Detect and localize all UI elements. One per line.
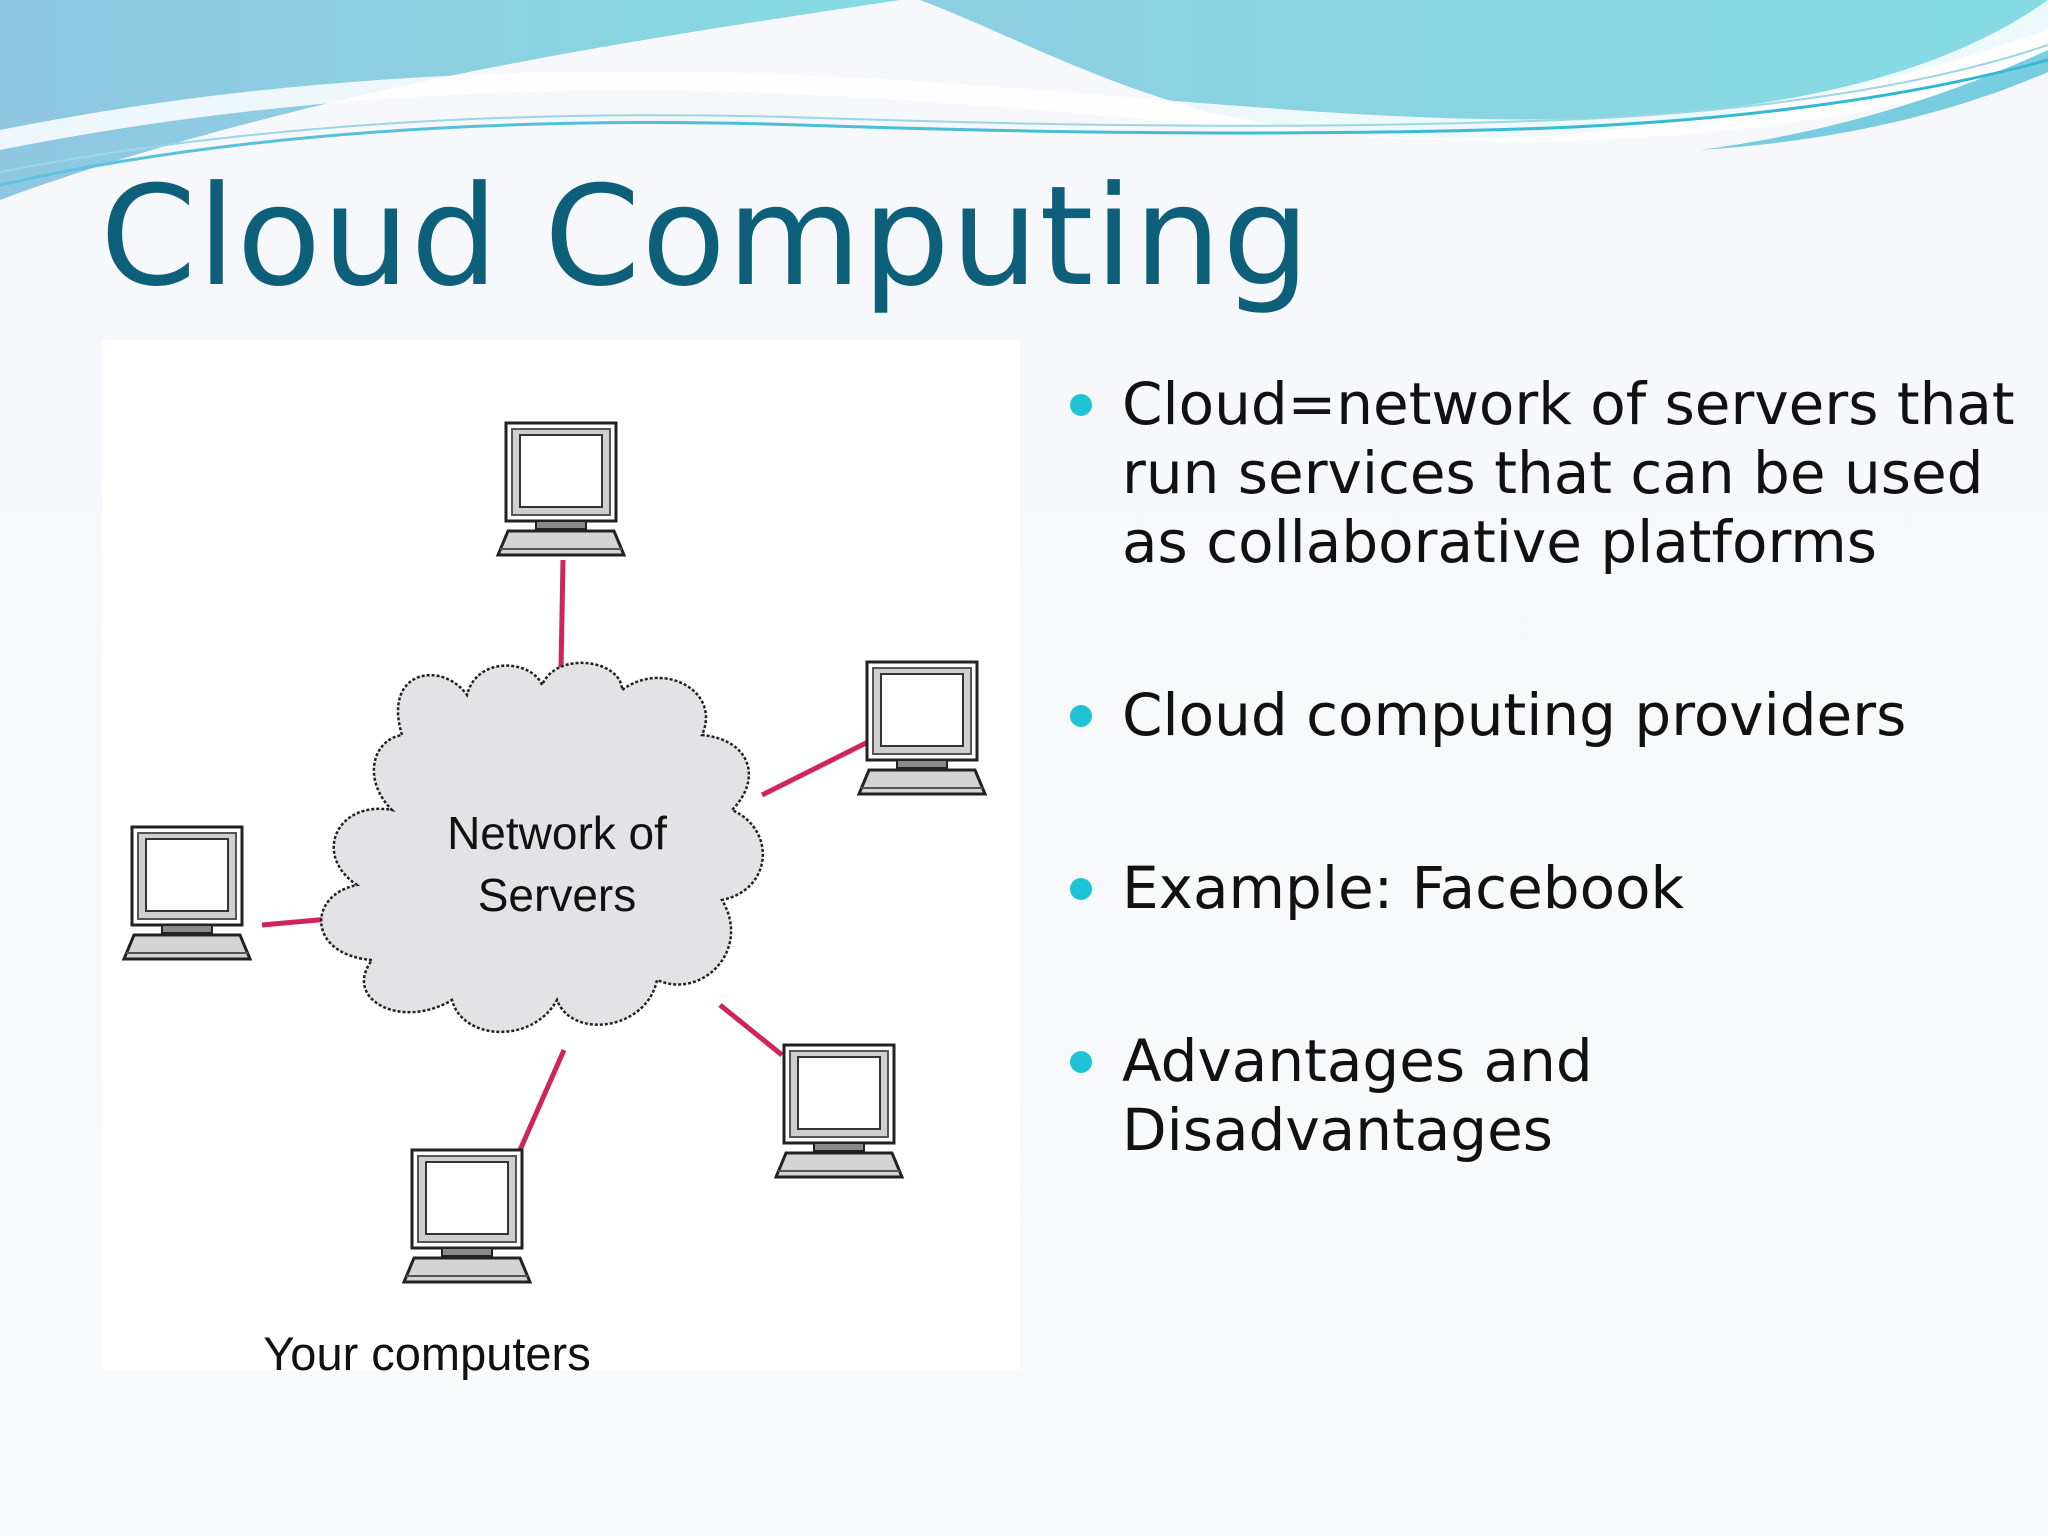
link-top — [558, 559, 566, 671]
bullet-marker-icon — [1070, 394, 1092, 416]
computer-bottom — [402, 1148, 532, 1284]
bullet-text: Advantages and Disadvantages — [1122, 1027, 1593, 1164]
bullet-marker-icon — [1070, 878, 1092, 900]
bullet-text: Example: Facebook — [1122, 854, 1685, 922]
bullet-item: Cloud computing providers — [1060, 681, 2020, 750]
slide-title: Cloud Computing — [100, 156, 1311, 317]
computer-top — [496, 421, 626, 557]
bullet-list: Cloud=network of servers that run servic… — [1060, 370, 2020, 1165]
cloud-label-line1: Network of — [447, 807, 667, 859]
cloud-label-line2: Servers — [477, 869, 637, 921]
bullet-marker-icon — [1070, 1051, 1092, 1073]
network-diagram-graphic — [122, 421, 987, 1284]
header-wave-decoration — [0, 0, 2048, 200]
bullet-item: Example: Facebook — [1060, 854, 2020, 923]
bullet-text: Cloud computing providers — [1122, 681, 1907, 749]
network-diagram: Network of Servers Your computers — [102, 340, 1020, 1380]
computer-right — [857, 660, 987, 796]
network-links — [261, 559, 874, 1152]
bullet-item: Cloud=network of servers that run servic… — [1060, 370, 2020, 577]
link-bottom — [517, 1048, 567, 1152]
computer-left — [122, 825, 252, 961]
link-right — [760, 737, 874, 798]
diagram-caption: Your computers — [263, 1327, 591, 1380]
link-lower-right — [718, 1003, 784, 1057]
server-cloud — [320, 661, 765, 1034]
cloud-label: Network of Servers — [432, 802, 682, 926]
bullet-item: Advantages and Disadvantages — [1060, 1027, 2020, 1165]
computer-lower-right — [774, 1043, 904, 1179]
bullet-marker-icon — [1070, 705, 1092, 727]
bullet-text: Cloud=network of servers that run servic… — [1122, 370, 2015, 576]
